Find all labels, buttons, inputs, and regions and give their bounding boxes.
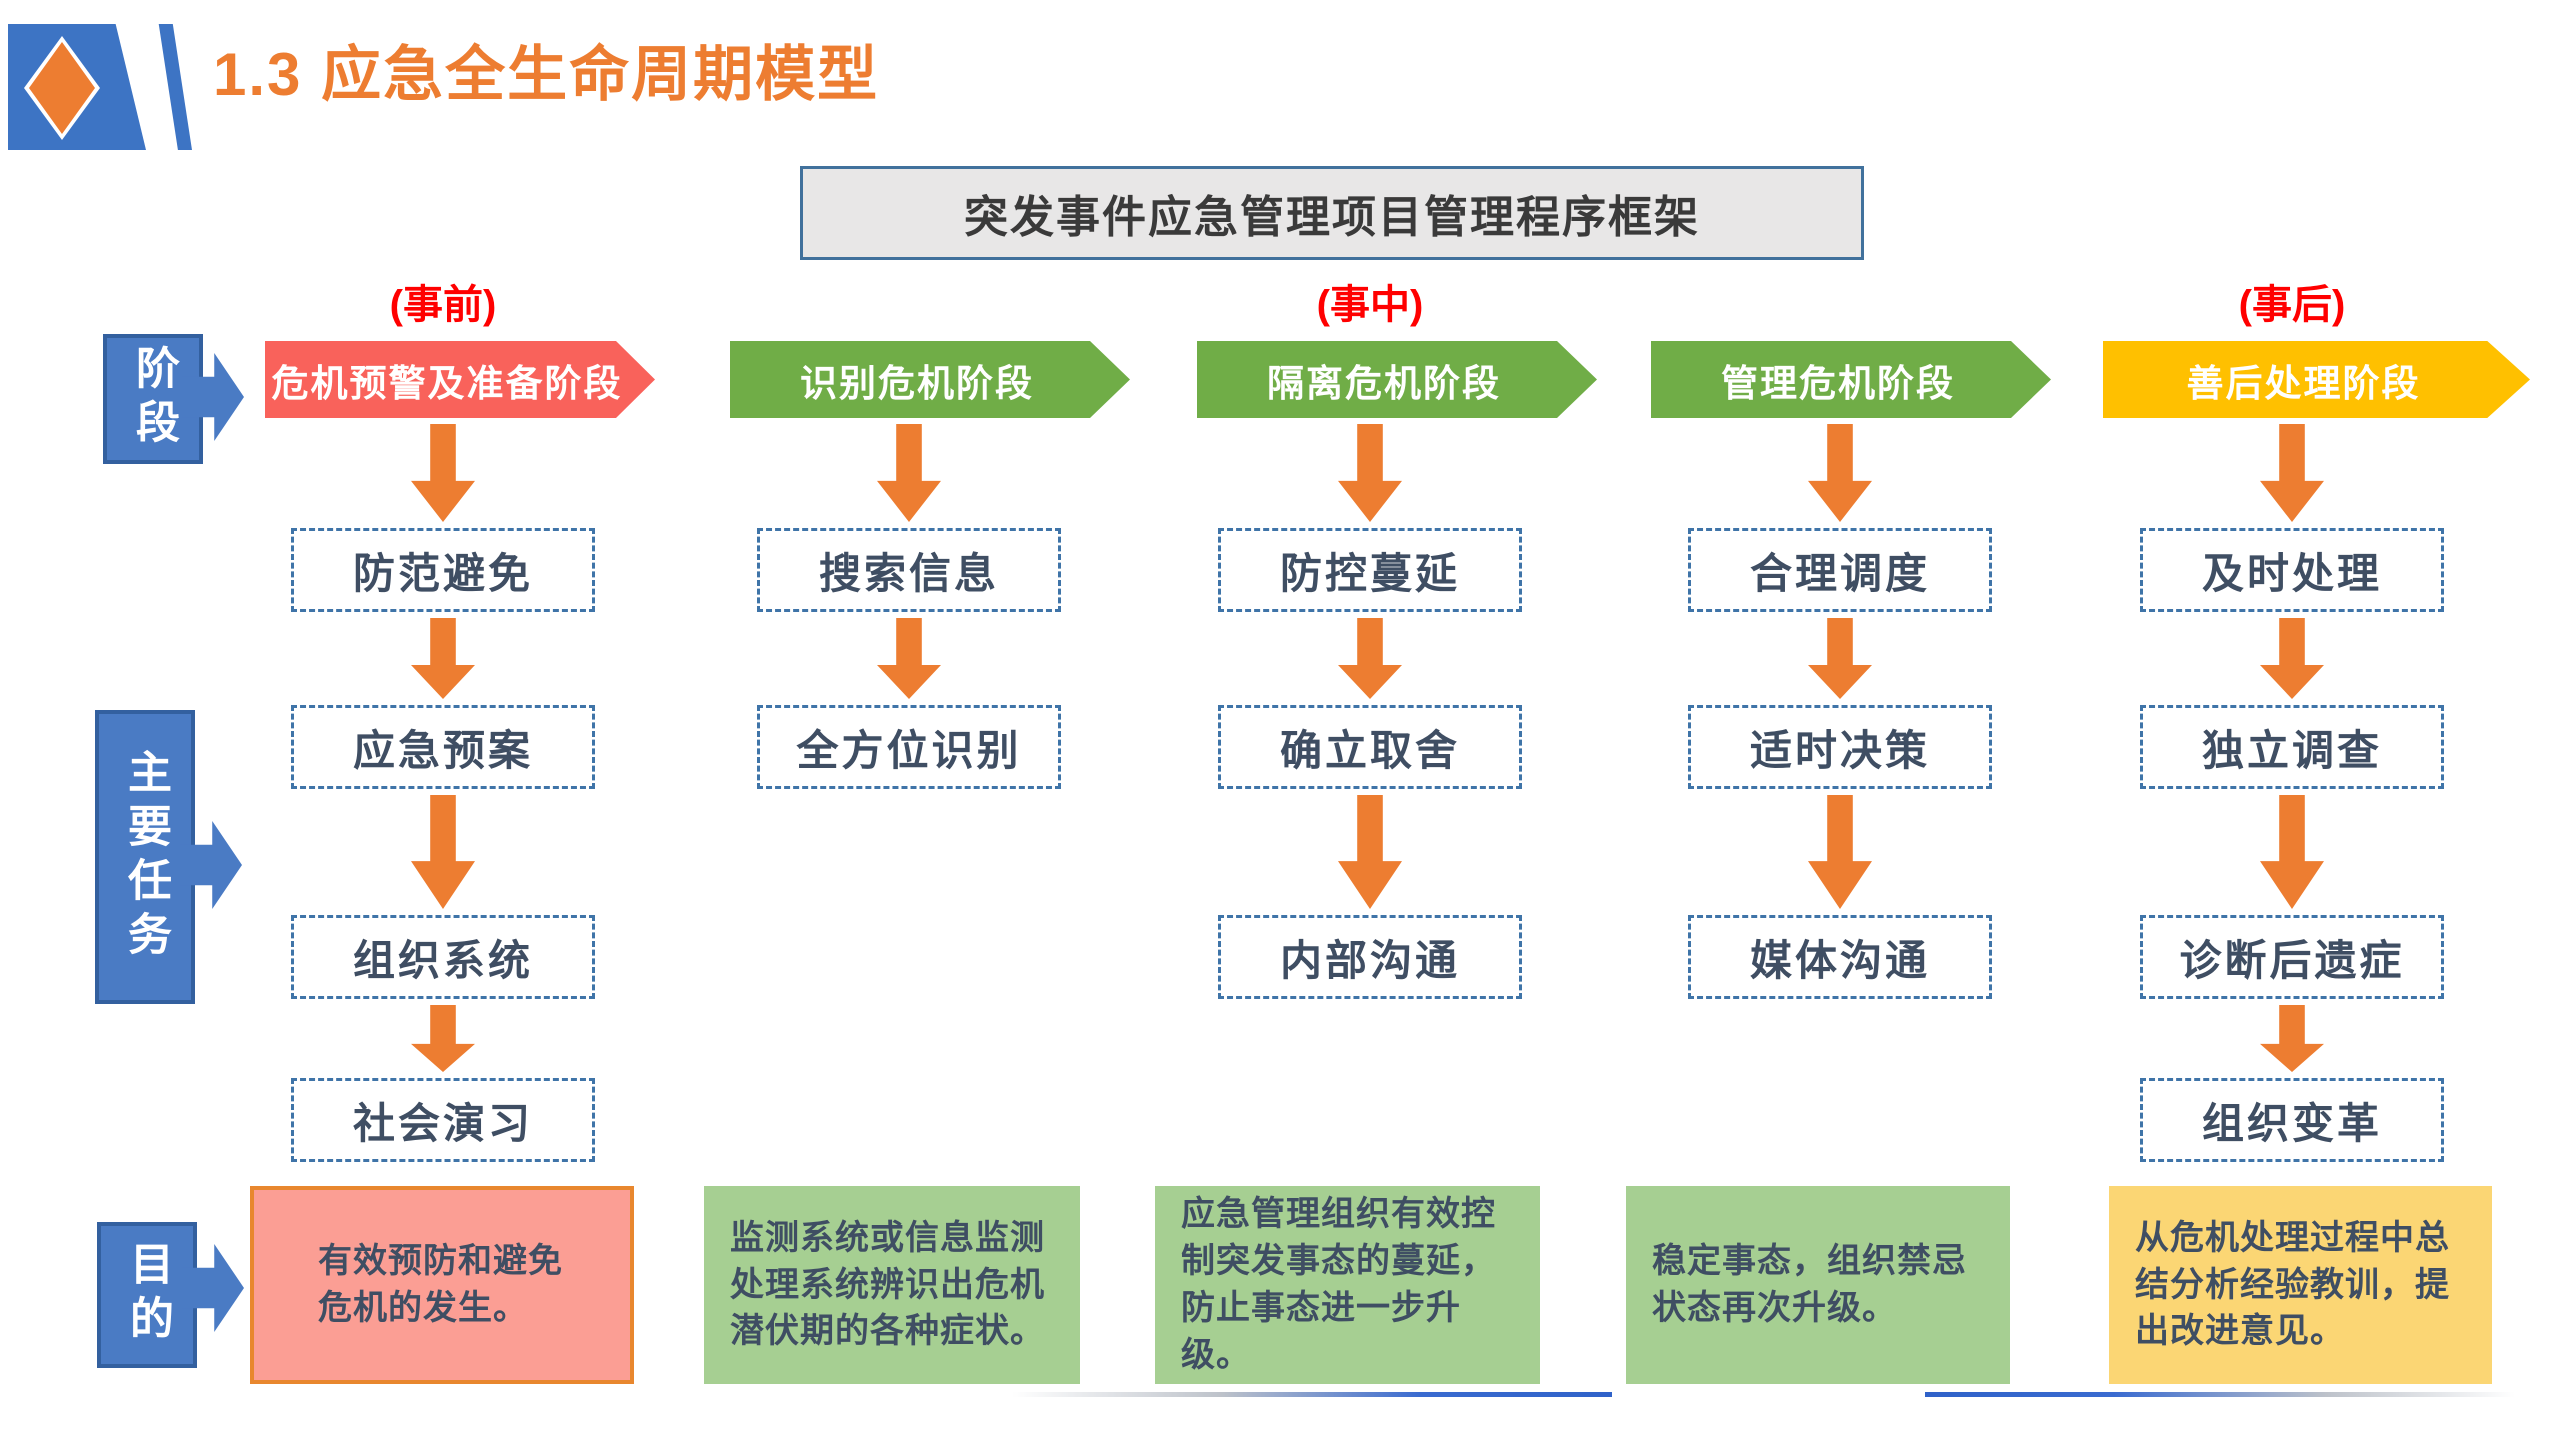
task-box-2-0: 防控蔓延 [1218,528,1522,612]
framework-title-box: 突发事件应急管理项目管理程序框架 [800,166,1864,260]
task-box-3-0: 合理调度 [1688,528,1992,612]
down-arrow-icon [411,424,475,522]
page-title: 1.3 应急全生命周期模型 [213,41,880,108]
down-arrow-icon [1338,618,1402,699]
task-box-3-1: 适时决策 [1688,705,1992,789]
down-arrow-icon [2260,618,2324,699]
task-box-2-1: 确立取舍 [1218,705,1522,789]
down-arrow-icon [1808,618,1872,699]
bottom-divider-line-right [1925,1392,2515,1397]
down-arrow-icon [2260,795,2324,909]
task-box-1-1: 全方位识别 [757,705,1061,789]
task-box-4-2: 诊断后遗症 [2140,915,2444,999]
bottom-divider-line-left [1012,1392,1612,1397]
down-arrow-icon [1808,795,1872,909]
down-arrow-icon [877,424,941,522]
row-label-2: 目的 [97,1222,197,1368]
stage-banner-4: 善后处理阶段 [2103,341,2530,418]
task-box-0-0: 防范避免 [291,528,595,612]
down-arrow-icon [1338,424,1402,522]
down-arrow-icon [1338,795,1402,909]
task-box-0-3: 社会演习 [291,1078,595,1162]
phase-tag-0: (事前) [389,283,497,327]
phase-tag-2: (事后) [2238,283,2346,327]
stage-banner-0: 危机预警及准备阶段 [265,341,655,418]
task-box-1-0: 搜索信息 [757,528,1061,612]
task-box-0-2: 组织系统 [291,915,595,999]
task-box-4-3: 组织变革 [2140,1078,2444,1162]
purpose-box-1: 监测系统或信息监测处理系统辨识出危机潜伏期的各种症状。 [704,1186,1080,1384]
framework-title: 突发事件应急管理项目管理程序框架 [964,193,1700,242]
stage-banner-1: 识别危机阶段 [730,341,1130,418]
down-arrow-icon [877,618,941,699]
down-arrow-icon [1808,424,1872,522]
down-arrow-icon [411,1005,475,1072]
task-box-2-2: 内部沟通 [1218,915,1522,999]
task-box-3-2: 媒体沟通 [1688,915,1992,999]
purpose-box-0: 有效预防和避免危机的发生。 [250,1186,634,1384]
purpose-box-4: 从危机处理过程中总结分析经验教训，提出改进意见。 [2109,1186,2492,1384]
purpose-box-2: 应急管理组织有效控制突发事态的蔓延，防止事态进一步升级。 [1155,1186,1540,1384]
down-arrow-icon [411,618,475,699]
phase-tag-1: (事中) [1316,283,1424,327]
purpose-box-3: 稳定事态，组织禁忌状态再次升级。 [1626,1186,2010,1384]
task-box-0-1: 应急预案 [291,705,595,789]
down-arrow-icon [2260,1005,2324,1072]
down-arrow-icon [2260,424,2324,522]
stage-banner-3: 管理危机阶段 [1651,341,2051,418]
task-box-4-1: 独立调查 [2140,705,2444,789]
stage-banner-2: 隔离危机阶段 [1197,341,1597,418]
down-arrow-icon [411,795,475,909]
task-box-4-0: 及时处理 [2140,528,2444,612]
